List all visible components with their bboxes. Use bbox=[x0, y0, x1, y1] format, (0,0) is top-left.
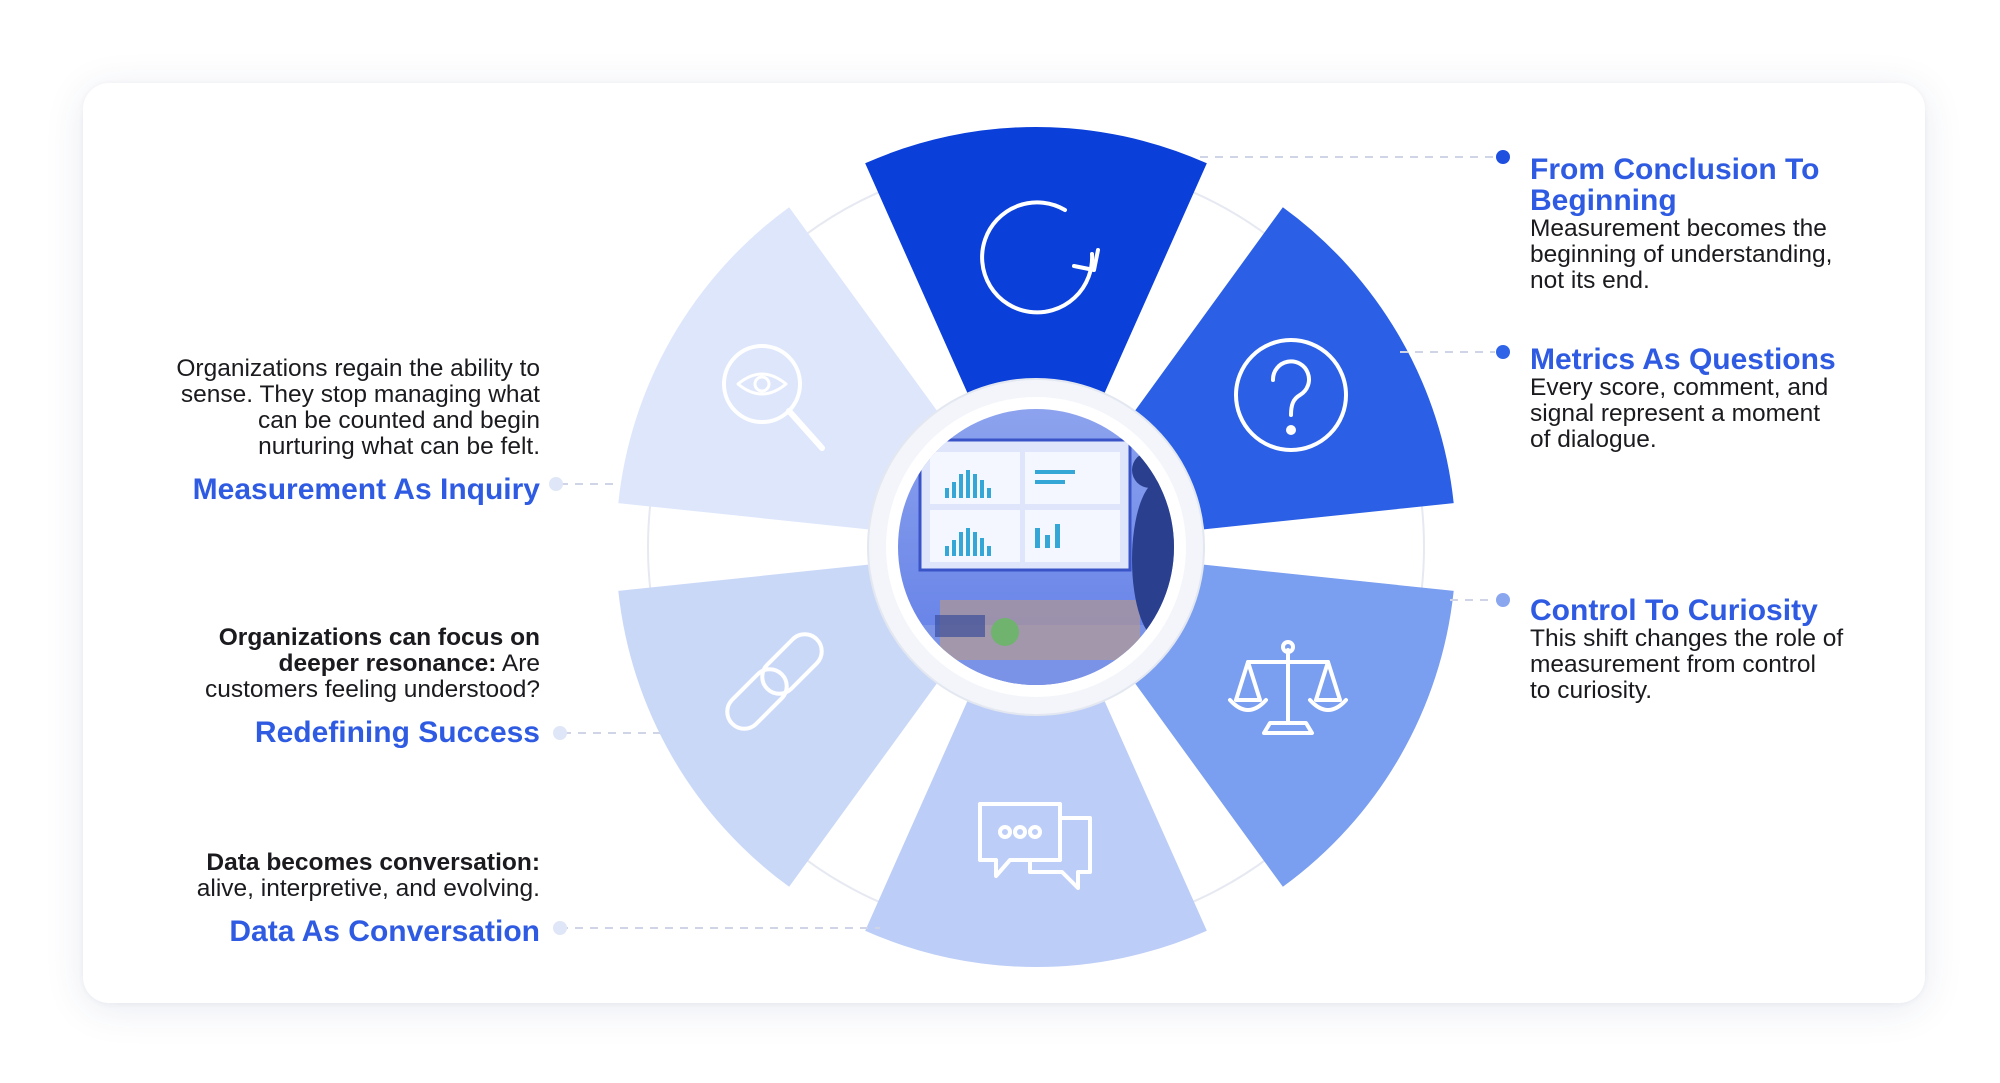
control-curiosity-title: Control To Curiosity bbox=[1530, 594, 1818, 627]
chat-bubbles-icon bbox=[978, 802, 1092, 890]
metrics-questions-body-1: Every score, comment, and bbox=[1530, 374, 1829, 401]
from-conclusion-body-1: Measurement becomes the bbox=[1530, 215, 1827, 242]
metrics-questions-body-2: signal represent a moment bbox=[1530, 400, 1821, 427]
from-conclusion-body-3: not its end. bbox=[1530, 267, 1650, 294]
metrics-questions-body-3: of dialogue. bbox=[1530, 426, 1657, 453]
label-measurement-inquiry: Organizations regain the ability to sens… bbox=[120, 355, 540, 506]
metrics-questions-title: Metrics As Questions bbox=[1530, 343, 1836, 376]
center-photo bbox=[867, 378, 1205, 716]
measurement-inquiry-body-1: Organizations regain the ability to bbox=[176, 355, 540, 382]
redefining-success-title: Redefining Success bbox=[254, 716, 540, 749]
eye-magnifier-icon bbox=[722, 344, 825, 451]
segment-from-conclusion-to-beginning bbox=[865, 127, 1207, 397]
segment-control-to-curiosity bbox=[1132, 564, 1454, 887]
leader-lines bbox=[560, 156, 1495, 929]
label-from-conclusion: From Conclusion To Beginning Measurement… bbox=[1530, 154, 1890, 294]
question-icon bbox=[1234, 338, 1348, 452]
control-curiosity-body-3: to curiosity. bbox=[1530, 677, 1653, 704]
redefining-success-bold-2: deeper resonance: bbox=[278, 650, 497, 677]
measurement-inquiry-body-2: sense. They stop managing what bbox=[180, 381, 540, 408]
label-data-conversation: Data becomes conversation: alive, interp… bbox=[120, 849, 540, 948]
from-conclusion-title-2: Beginning bbox=[1530, 184, 1677, 217]
redefining-success-body-3: customers feeling understood? bbox=[204, 676, 540, 703]
segment-data-as-conversation bbox=[865, 697, 1207, 967]
data-conversation-title: Data As Conversation bbox=[229, 915, 540, 948]
leader-dots bbox=[549, 150, 1510, 935]
control-curiosity-body-2: measurement from control bbox=[1530, 651, 1816, 678]
data-conversation-body-2: alive, interpretive, and evolving. bbox=[196, 875, 540, 902]
redefining-success-rest-2: Are bbox=[496, 650, 540, 677]
control-curiosity-body-1: This shift changes the role of bbox=[1530, 625, 1844, 652]
segment-redefining-success bbox=[618, 564, 940, 887]
data-conversation-body-1: Data becomes conversation: bbox=[206, 849, 540, 876]
measurement-inquiry-title: Measurement As Inquiry bbox=[192, 473, 540, 506]
measurement-inquiry-body-4: nurturing what can be felt. bbox=[258, 433, 540, 460]
segment-measurement-as-inquiry bbox=[618, 207, 940, 530]
chain-link-icon bbox=[725, 632, 824, 731]
label-redefining-success: Organizations can focus on deeper resona… bbox=[120, 624, 540, 749]
from-conclusion-title-1: From Conclusion To bbox=[1530, 153, 1820, 186]
label-control-curiosity: Control To Curiosity This shift changes … bbox=[1530, 595, 1890, 704]
balance-scale-icon bbox=[1228, 640, 1348, 735]
segment-metrics-as-questions bbox=[1132, 207, 1454, 530]
from-conclusion-body-2: beginning of understanding, bbox=[1530, 241, 1833, 268]
measurement-inquiry-body-3: can be counted and begin bbox=[258, 407, 540, 434]
redefining-success-body-1: Organizations can focus on bbox=[218, 624, 540, 651]
refresh-icon bbox=[980, 200, 1100, 315]
redefining-success-body-2: deeper resonance: Are bbox=[120, 651, 540, 677]
label-metrics-questions: Metrics As Questions Every score, commen… bbox=[1530, 344, 1890, 453]
